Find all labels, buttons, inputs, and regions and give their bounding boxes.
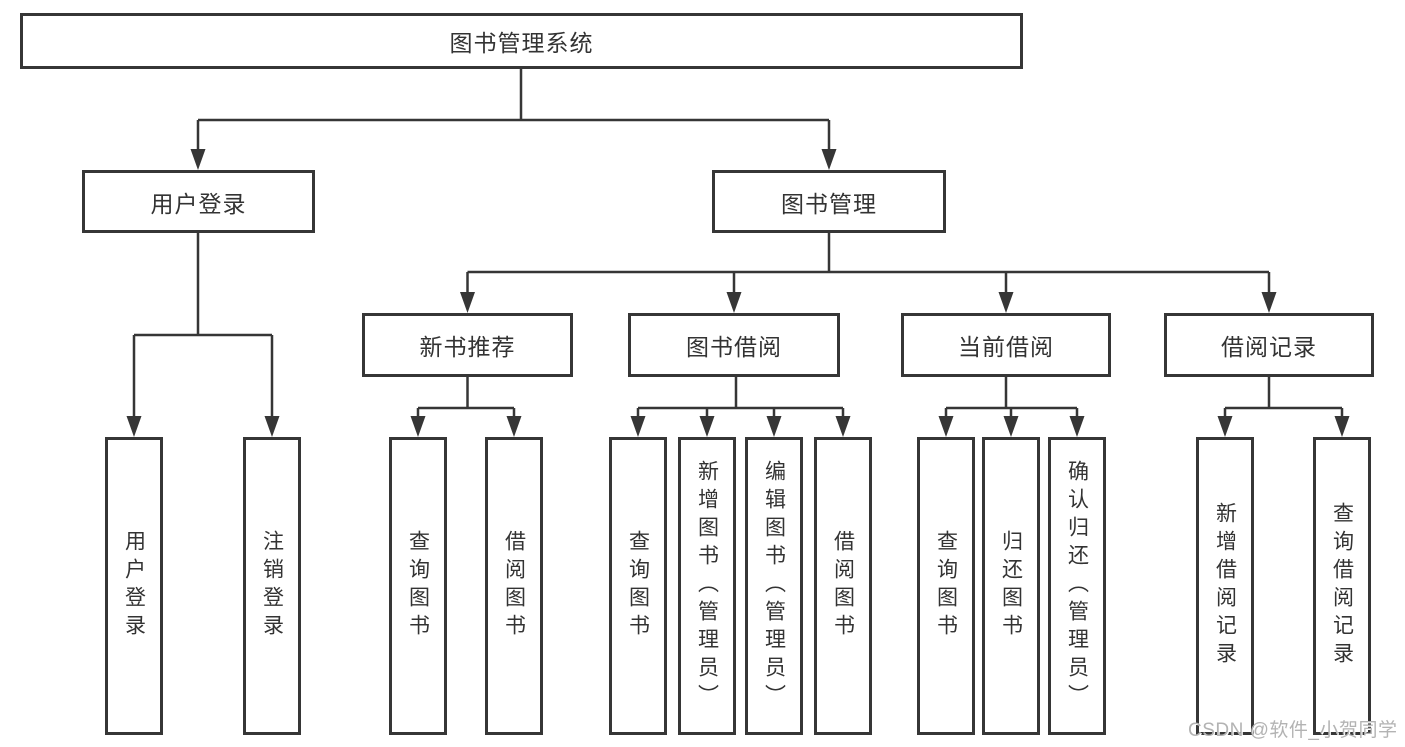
node-label: 借阅图书 [831,530,855,642]
node-library-management-system: 图书管理系统 [20,13,1023,69]
node-new-book-recommend: 新书推荐 [362,313,573,377]
leaf-borrowing-edit-books-admin: 编辑图书（管理员） [745,437,803,735]
node-label: 借阅图书 [502,530,526,642]
leaf-current-query-books: 查询图书 [917,437,975,735]
node-label: 图书管理 [781,190,877,217]
leaf-records-query-record: 查询借阅记录 [1313,437,1371,735]
leaf-current-confirm-return-admin: 确认归还（管理员） [1048,437,1106,735]
node-label: 用户登录 [122,530,146,642]
node-user-login: 用户登录 [82,170,315,233]
node-label: 新增图书（管理员） [695,460,719,712]
leaf-records-add-record: 新增借阅记录 [1196,437,1254,735]
node-borrowing-records: 借阅记录 [1164,313,1374,377]
node-label: 归还图书 [999,530,1023,642]
node-label: 借阅记录 [1221,334,1317,360]
node-label: 查询图书 [406,530,430,642]
leaf-recommend-borrow-books: 借阅图书 [485,437,543,735]
node-current-borrowing: 当前借阅 [901,313,1111,377]
node-label: 当前借阅 [958,334,1054,360]
node-label: 注销登录 [260,530,284,642]
leaf-recommend-query-books: 查询图书 [389,437,447,735]
node-label: 用户登录 [150,190,247,217]
node-label: 新增借阅记录 [1213,502,1237,670]
node-label: 查询图书 [626,530,650,642]
leaf-borrowing-query-books: 查询图书 [609,437,667,735]
node-label: 确认归还（管理员） [1065,460,1089,712]
node-book-borrowing: 图书借阅 [628,313,840,377]
arrowhead-icons [126,149,1350,437]
node-label: 查询图书 [934,530,958,642]
leaf-current-return-books: 归还图书 [982,437,1040,735]
node-label: 查询借阅记录 [1330,502,1354,670]
node-book-management: 图书管理 [712,170,946,233]
node-label: 图书管理系统 [449,30,594,56]
leaf-borrowing-borrow-books: 借阅图书 [814,437,872,735]
node-label: 编辑图书（管理员） [762,460,786,712]
leaf-logout: 注销登录 [243,437,301,735]
node-label: 新书推荐 [419,334,516,360]
leaf-borrowing-add-books-admin: 新增图书（管理员） [678,437,736,735]
connector-path [132,69,1344,418]
leaf-user-login: 用户登录 [105,437,163,735]
csdn-watermark: CSDN @软件_小贺同学 [1188,720,1398,741]
node-label: 图书借阅 [686,334,782,360]
